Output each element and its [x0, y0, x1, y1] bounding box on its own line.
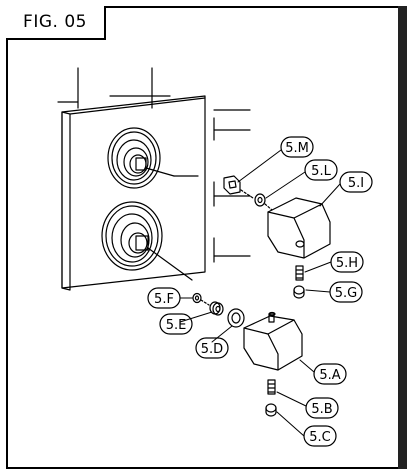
- callout-5f: 5.F: [154, 292, 174, 307]
- washer-5f: [192, 292, 202, 304]
- callout-5h: 5.H: [336, 256, 358, 271]
- figure-label: FIG. 05: [23, 12, 87, 32]
- callout-5e: 5.E: [166, 318, 187, 333]
- lower-cartridge: [101, 201, 193, 281]
- lower-handle-5a: [243, 311, 303, 371]
- adapter-5m: [223, 175, 241, 195]
- callout-5g: 5.G: [335, 286, 357, 301]
- adapter-5e: [209, 301, 224, 316]
- callout-5m: 5.M: [285, 141, 309, 156]
- set-screw-5b: [267, 379, 276, 395]
- frame-side-bar: [398, 6, 407, 469]
- set-screw-5h: [295, 265, 304, 281]
- mounting-plate: [61, 95, 206, 291]
- callout-5c: 5.C: [309, 430, 330, 445]
- upper-cartridge: [107, 127, 199, 189]
- upper-handle-5i: [267, 197, 331, 259]
- ring-5d: [227, 308, 245, 328]
- callout-5l: 5.L: [311, 164, 331, 179]
- cap-5g: [293, 285, 305, 299]
- callout-bubbles: [147, 136, 373, 447]
- washer-5l: [254, 193, 266, 207]
- callout-5b: 5.B: [311, 402, 332, 417]
- cap-5c: [265, 403, 277, 417]
- leader-lines: [179, 149, 341, 437]
- callout-5a: 5.A: [319, 368, 340, 383]
- figure-label-box: FIG. 05: [6, 6, 106, 40]
- wall-lines: [57, 67, 251, 263]
- callout-5d: 5.D: [201, 342, 223, 357]
- callout-5i: 5.I: [348, 176, 364, 191]
